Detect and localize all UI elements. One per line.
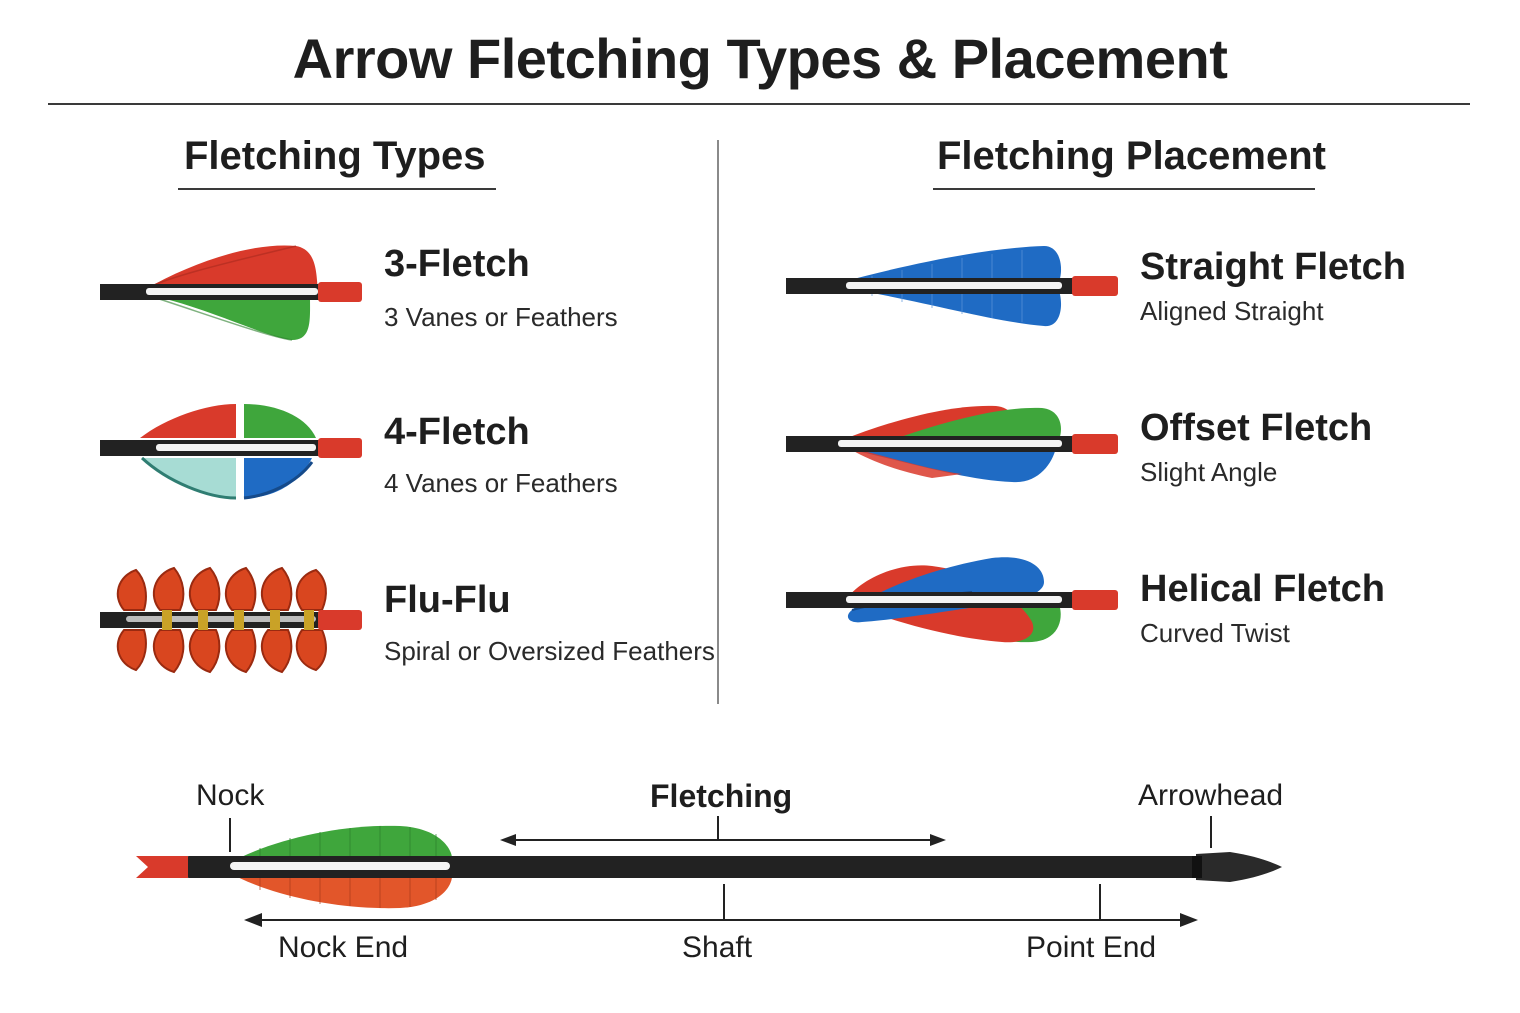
offset-fletch-label: Offset Fletch bbox=[1140, 407, 1373, 449]
helical-fletch-icon bbox=[786, 557, 1118, 643]
anatomy-vane-bottom bbox=[228, 872, 453, 909]
helical-fletch-desc: Curved Twist bbox=[1140, 618, 1290, 648]
flu-flu-label: Flu-Flu bbox=[384, 579, 511, 621]
title-divider bbox=[48, 103, 1470, 105]
anatomy-nock bbox=[136, 856, 188, 878]
nock-end-label: Nock End bbox=[278, 931, 409, 964]
straight-fletch-desc: Aligned Straight bbox=[1140, 296, 1324, 326]
point-end-label: Point End bbox=[1026, 931, 1157, 964]
fletching-label: Fletching bbox=[650, 778, 793, 814]
anatomy-shaft bbox=[186, 856, 1202, 878]
offset-fletch-icon bbox=[786, 405, 1118, 483]
arrowhead-label: Arrowhead bbox=[1138, 779, 1284, 812]
anatomy-vane-top bbox=[228, 825, 453, 864]
three-fletch-icon bbox=[100, 245, 362, 341]
flu-flu-desc: Spiral or Oversized Feathers bbox=[384, 636, 715, 666]
page-title: Arrow Fletching Types & Placement bbox=[292, 27, 1228, 90]
three-fletch-desc: 3 Vanes or Feathers bbox=[384, 302, 618, 332]
flu-flu-icon bbox=[100, 566, 362, 674]
helical-fletch-label: Helical Fletch bbox=[1140, 568, 1385, 610]
straight-fletch-icon bbox=[786, 246, 1118, 327]
straight-fletch-label: Straight Fletch bbox=[1140, 246, 1407, 288]
shaft-label: Shaft bbox=[682, 931, 753, 964]
anatomy-arrowhead bbox=[1196, 852, 1282, 882]
four-fletch-label: 4-Fletch bbox=[384, 411, 530, 453]
placement-heading-underline bbox=[933, 188, 1315, 190]
types-heading: Fletching Types bbox=[184, 134, 486, 178]
placement-heading: Fletching Placement bbox=[937, 134, 1326, 178]
three-fletch-label: 3-Fletch bbox=[384, 243, 530, 285]
offset-fletch-desc: Slight Angle bbox=[1140, 457, 1278, 487]
nock-label: Nock bbox=[196, 779, 265, 812]
four-fletch-desc: 4 Vanes or Feathers bbox=[384, 468, 618, 498]
four-fletch-icon bbox=[100, 404, 362, 500]
types-heading-underline bbox=[178, 188, 496, 190]
column-divider bbox=[717, 140, 719, 704]
